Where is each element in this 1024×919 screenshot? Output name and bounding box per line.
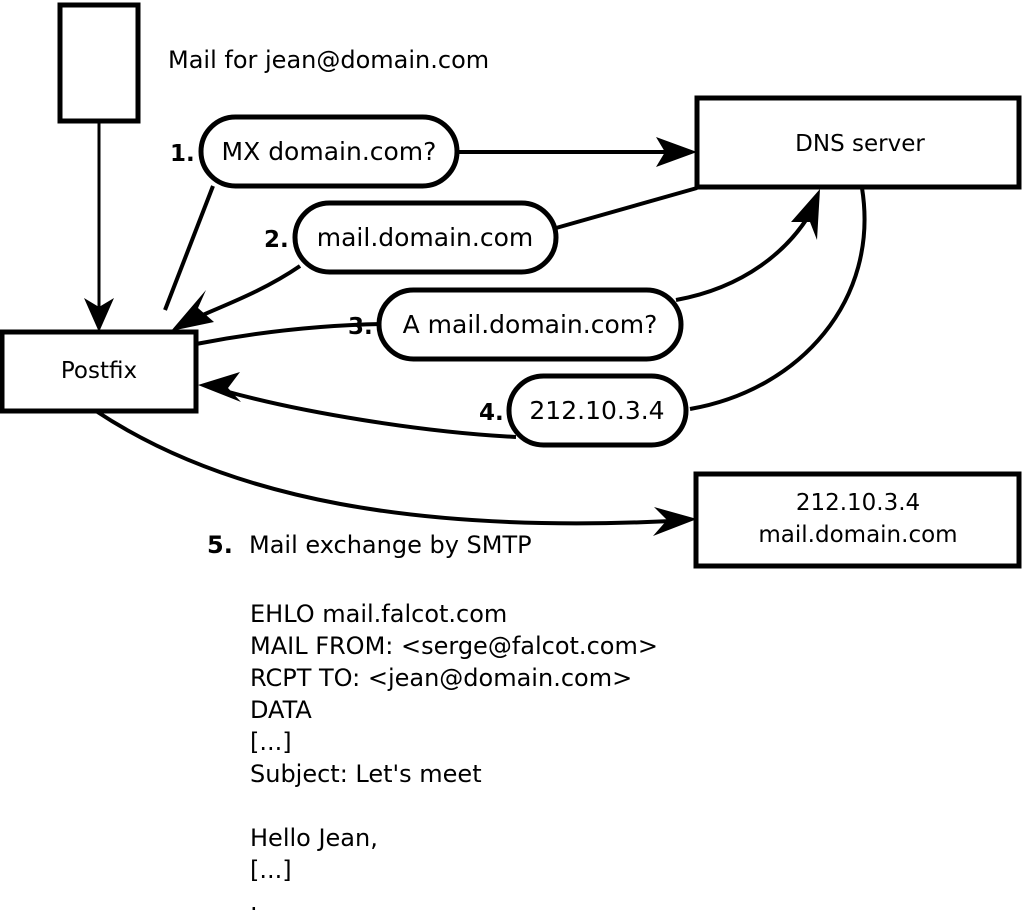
- bubble-step-2: [292, 200, 559, 275]
- step-number-3: 3.: [348, 314, 373, 340]
- node-mail-source: [57, 2, 141, 124]
- node-dns-server: [694, 95, 1022, 190]
- edge-postfix-to-step1: [163, 185, 215, 311]
- bubble-step-1-text: MX domain.com?: [222, 137, 437, 166]
- bubble-step-3-text: A mail.domain.com?: [403, 310, 658, 339]
- smtp-line-subject: Subject: Let's meet: [250, 760, 482, 788]
- node-postfix-label: Postfix: [61, 358, 137, 384]
- arrowhead-mail-source-to-postfix: [84, 298, 114, 332]
- bubble-step-2-text: mail.domain.com: [317, 223, 533, 252]
- node-mail-server-host: mail.domain.com: [758, 522, 957, 548]
- node-dns-server-label: DNS server: [795, 131, 925, 157]
- edge-dns-to-step4: [689, 187, 867, 411]
- arrowhead-step3-to-dns: [791, 189, 820, 240]
- smtp-line-ellipsis-2: [...]: [250, 856, 292, 884]
- edge-step4-to-postfix: [224, 389, 517, 439]
- smtp-line-rcpt-to: RCPT TO: <jean@domain.com>: [250, 664, 632, 692]
- node-mail-server-ip: 212.10.3.4: [796, 490, 920, 516]
- smtp-line-data: DATA: [250, 696, 312, 724]
- smtp-line-mail-from: MAIL FROM: <serge@falcot.com>: [250, 632, 658, 660]
- bubble-step-4: [506, 373, 689, 448]
- arrowhead-postfix-to-mail-server: [653, 507, 697, 536]
- edge-step2-to-postfix: [195, 264, 302, 320]
- smtp-line-terminator: .: [250, 888, 258, 916]
- edge-dns-to-step2: [555, 186, 698, 230]
- arrowhead-step4-to-postfix: [198, 372, 241, 402]
- node-mail-server: [693, 471, 1022, 569]
- step-number-1: 1.: [170, 141, 195, 167]
- edge-postfix-to-step3: [195, 322, 383, 346]
- smtp-line-ehlo: EHLO mail.falcot.com: [250, 600, 507, 628]
- step-number-2: 2.: [264, 227, 289, 253]
- bubble-step-3: [376, 287, 684, 362]
- step-number-5: 5.: [207, 531, 233, 559]
- bubble-step-4-text: 212.10.3.4: [529, 396, 664, 425]
- step-number-4: 4.: [479, 400, 504, 426]
- arrowhead-step2-to-postfix: [171, 290, 214, 331]
- smtp-line-ellipsis-1: [...]: [250, 728, 292, 756]
- diagram-title: Mail for jean@domain.com: [168, 46, 489, 74]
- edge-postfix-to-mail-server: [94, 409, 673, 526]
- arrowhead-step1-to-dns: [656, 137, 697, 167]
- step-5-label: Mail exchange by SMTP: [249, 531, 532, 559]
- smtp-line-greeting: Hello Jean,: [250, 824, 378, 852]
- bubble-step-1: [198, 114, 460, 189]
